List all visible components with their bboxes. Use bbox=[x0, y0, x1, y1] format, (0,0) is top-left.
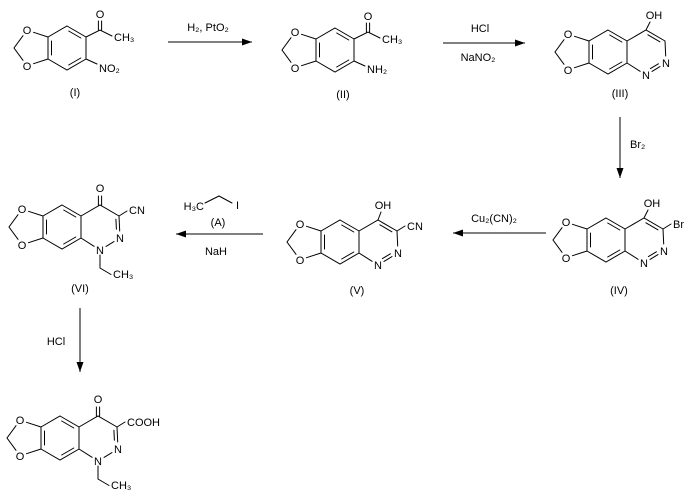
oxygen-atom-label: O bbox=[562, 217, 571, 229]
nitrogen-atom-label: N bbox=[116, 233, 124, 245]
ethyl-methyl-label: CH₃ bbox=[111, 480, 131, 492]
amino-group-label: NH₂ bbox=[367, 64, 387, 76]
nitrogen-atom-label: N bbox=[394, 248, 402, 260]
compound-i-bonds bbox=[13, 20, 113, 71]
oxygen-atom-label: O bbox=[16, 451, 25, 463]
compound-i-double-bonds bbox=[51, 30, 82, 66]
ethyl-methyl-label: CH₃ bbox=[113, 269, 133, 281]
reagent-step2-top-label: HCl bbox=[471, 23, 489, 35]
compound-ii-bonds bbox=[281, 22, 381, 73]
carbonyl-oxygen-label: O bbox=[96, 183, 105, 195]
reagent-step3-label: Br₂ bbox=[630, 139, 645, 151]
bromo-group-label: Br bbox=[673, 219, 684, 231]
final-product-double-bonds bbox=[44, 420, 115, 456]
ethyl-iodide-bonds bbox=[204, 195, 233, 204]
compound-iii-double-bonds bbox=[592, 34, 661, 72]
nitro-group-label: NO₂ bbox=[99, 63, 120, 75]
iodine-atom-label: I bbox=[236, 200, 239, 212]
compound-iii-structure: OH N N O O (III) bbox=[554, 10, 670, 100]
oxygen-atom-label: O bbox=[291, 63, 300, 75]
carbonyl-oxygen-label: O bbox=[94, 394, 103, 406]
reagent-step1-label: H₂, PtO₂ bbox=[187, 22, 229, 34]
compound-iv-bonds bbox=[552, 209, 672, 263]
reagent-step5-base-label: NaH bbox=[205, 246, 227, 258]
oxygen-atom-label: O bbox=[296, 219, 305, 231]
reaction-step-5: H₃C I (A) NaH bbox=[176, 195, 263, 258]
nitrogen-atom-label: N bbox=[114, 444, 122, 456]
compound-i-structure: O O O CH₃ NO₂ (I) bbox=[13, 9, 134, 99]
compound-vi-number: (VI) bbox=[71, 283, 89, 295]
compound-vi-bonds bbox=[8, 195, 128, 275]
compound-iv-number: (IV) bbox=[610, 285, 628, 297]
reagent-a-tag-label: (A) bbox=[211, 217, 226, 229]
hydroxyl-group-label: OH bbox=[375, 200, 392, 212]
compound-vi-structure: O CN N N O O CH₃ (VI) bbox=[8, 183, 145, 295]
hydroxyl-group-label: OH bbox=[644, 198, 661, 210]
oxygen-atom-label: O bbox=[296, 255, 305, 267]
reagent-step4-label: Cu₂(CN)₂ bbox=[471, 213, 517, 225]
oxygen-atom-label: O bbox=[23, 25, 32, 37]
reaction-step-2: HCl NaNO₂ bbox=[443, 23, 525, 64]
oxygen-atom-label: O bbox=[18, 204, 27, 216]
hydroxyl-group-label: OH bbox=[646, 10, 663, 22]
reagent-step6-label: HCl bbox=[47, 336, 65, 348]
ethyl-iodide-methyl-label: H₃C bbox=[184, 201, 204, 213]
oxygen-atom-label: O bbox=[564, 65, 573, 77]
compound-i-number: (I) bbox=[70, 87, 80, 99]
methyl-group-label: CH₃ bbox=[382, 34, 402, 46]
reagent-step2-bottom-label: NaNO₂ bbox=[461, 52, 496, 64]
compound-v-bonds bbox=[286, 211, 406, 265]
compound-iv-double-bonds bbox=[590, 222, 659, 260]
nitrogen-atom-label: N bbox=[662, 58, 670, 70]
compound-iv-structure: OH Br N N O O (IV) bbox=[552, 198, 684, 297]
nitrogen-atom-label: N bbox=[96, 245, 104, 257]
compound-ii-structure: O O O CH₃ NH₂ (II) bbox=[281, 11, 402, 101]
cyano-group-label: CN bbox=[129, 205, 145, 217]
oxygen-atom-label: O bbox=[291, 27, 300, 39]
oxygen-atom-label: O bbox=[562, 253, 571, 265]
compound-v-structure: OH CN N N O O (V) bbox=[286, 200, 423, 297]
compound-iii-number: (III) bbox=[612, 88, 629, 100]
compound-vi-double-bonds bbox=[46, 209, 117, 245]
nitrogen-atom-label: N bbox=[374, 260, 382, 272]
oxygen-atom-label: O bbox=[16, 415, 25, 427]
compound-iii-bonds bbox=[554, 21, 667, 75]
compound-ii-number: (II) bbox=[336, 89, 349, 101]
compound-ii-double-bonds bbox=[319, 32, 350, 68]
methyl-group-label: CH₃ bbox=[114, 32, 134, 44]
nitrogen-atom-label: N bbox=[642, 70, 650, 82]
reaction-step-4: Cu₂(CN)₂ bbox=[453, 213, 546, 237]
reaction-step-3: Br₂ bbox=[616, 117, 645, 178]
nitrogen-atom-label: N bbox=[640, 258, 648, 270]
oxygen-atom-label: O bbox=[564, 29, 573, 41]
reaction-step-6: HCl bbox=[47, 308, 84, 372]
carbonyl-oxygen-label: O bbox=[96, 9, 105, 21]
nitrogen-atom-label: N bbox=[94, 456, 102, 468]
oxygen-atom-label: O bbox=[23, 61, 32, 73]
carboxyl-group-label: COOH bbox=[127, 417, 160, 429]
cyano-group-label: CN bbox=[407, 221, 423, 233]
nitrogen-atom-label: N bbox=[660, 246, 668, 258]
final-product-structure: O COOH N N O O CH₃ bbox=[6, 394, 160, 492]
reaction-step-1: H₂, PtO₂ bbox=[168, 22, 252, 46]
compound-v-number: (V) bbox=[350, 285, 365, 297]
carbonyl-oxygen-label: O bbox=[364, 11, 373, 23]
oxygen-atom-label: O bbox=[18, 240, 27, 252]
final-product-bonds bbox=[6, 406, 126, 486]
compound-v-double-bonds bbox=[324, 224, 393, 262]
